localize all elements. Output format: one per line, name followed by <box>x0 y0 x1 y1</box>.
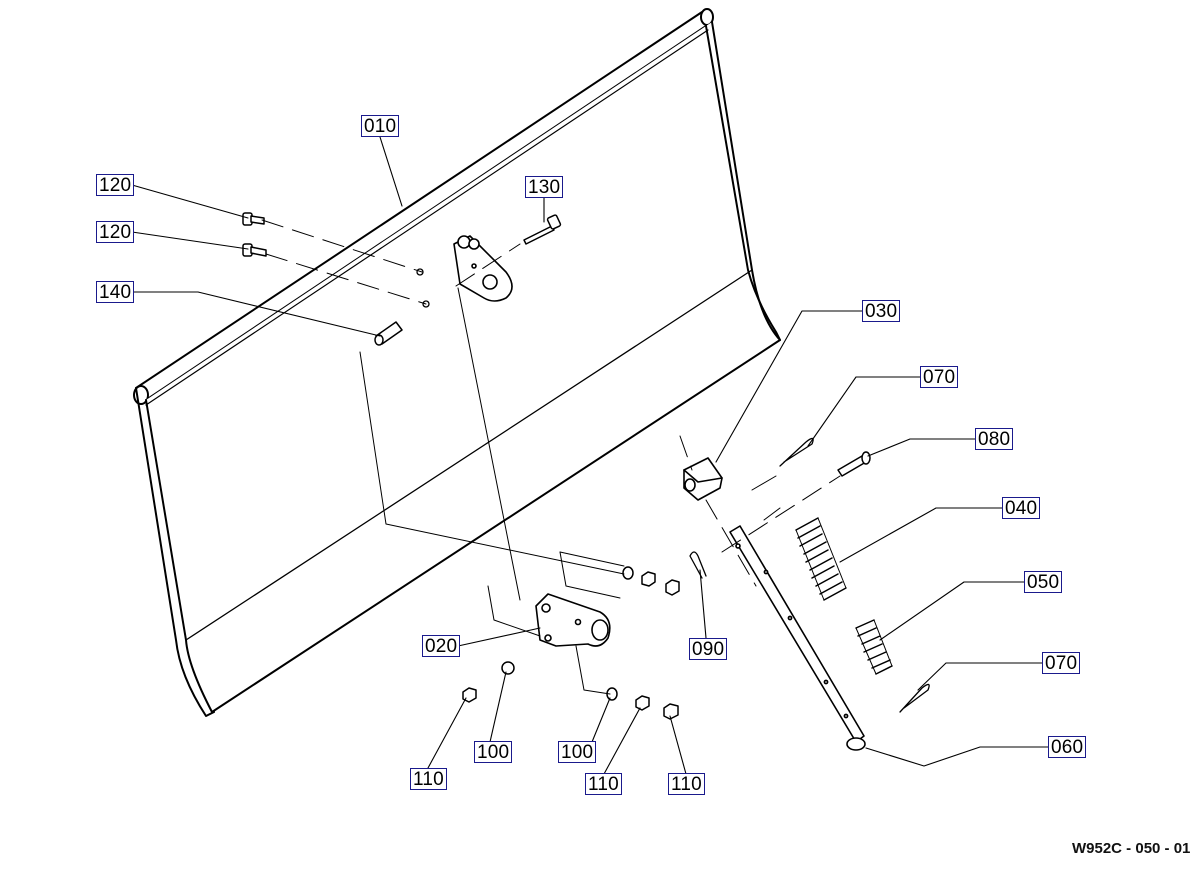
part-label-100-right: 100 <box>558 741 597 763</box>
leader-lines <box>131 136 1049 775</box>
part-label-130: 130 <box>525 176 564 198</box>
part-label-100-left: 100 <box>474 741 513 763</box>
block-part-030 <box>683 457 723 501</box>
bolt-part-130 <box>523 214 562 245</box>
part-label-080: 080 <box>975 428 1014 450</box>
part-label-070-upper: 070 <box>920 366 959 388</box>
cotter-pin-part-070-upper <box>779 437 814 467</box>
cotter-pin-part-070-lower <box>899 683 930 713</box>
part-label-090: 090 <box>689 638 728 660</box>
blade-part-010 <box>133 8 781 717</box>
part-label-110-middle: 110 <box>585 773 622 795</box>
projection-lines <box>359 287 781 695</box>
part-label-010: 010 <box>361 115 400 137</box>
part-label-040: 040 <box>1002 497 1041 519</box>
part-label-120-upper: 120 <box>96 174 135 196</box>
part-label-140: 140 <box>96 281 135 303</box>
washer-nut-set-upper <box>622 566 680 596</box>
drawing-code: W952C - 050 - 01 <box>1072 840 1191 857</box>
bracket-part-020 <box>535 593 611 647</box>
part-label-070-lower: 070 <box>1042 652 1081 674</box>
spring-part-040 <box>795 517 847 601</box>
part-label-120-lower: 120 <box>96 221 135 243</box>
bolt-part-120-upper <box>242 212 265 226</box>
rod-part-060 <box>729 525 866 751</box>
pin-part-080 <box>837 451 871 477</box>
cotter-pin-part-090 <box>689 551 707 579</box>
part-label-030: 030 <box>862 300 901 322</box>
part-label-110-right: 110 <box>668 773 705 795</box>
spacer-part-140 <box>374 321 403 346</box>
part-label-050: 050 <box>1024 571 1063 593</box>
part-label-020: 020 <box>422 635 461 657</box>
spring-part-050 <box>855 619 893 675</box>
part-label-060: 060 <box>1048 736 1087 758</box>
part-label-110-left: 110 <box>410 768 447 790</box>
washer-nut-set-lower <box>462 661 679 720</box>
bolt-part-120-lower <box>242 243 267 257</box>
assembly-lines <box>261 219 841 587</box>
